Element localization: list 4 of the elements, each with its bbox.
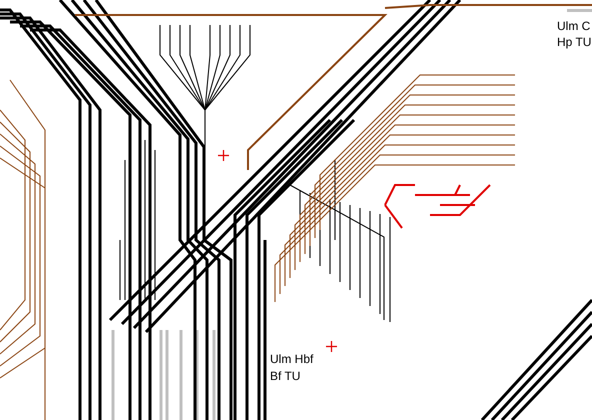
- station-label: Ulm C: [557, 18, 590, 34]
- station-label: Bf TU: [270, 368, 300, 384]
- station-label: Hp TU: [557, 34, 592, 50]
- station-label: Ulm Hbf: [270, 351, 314, 367]
